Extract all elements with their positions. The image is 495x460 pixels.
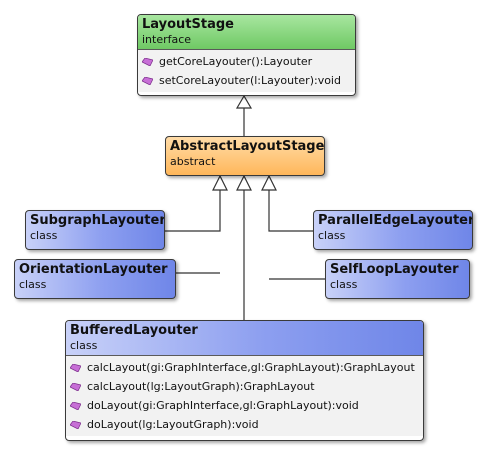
method-diamond-icon: [70, 401, 81, 410]
edge-subgraph: [165, 190, 221, 232]
method-list: getCoreLayouter():Layouter setCoreLayout…: [138, 49, 355, 92]
stereotype: interface: [142, 33, 192, 46]
method-signature: setCoreLayouter(l:Layouter):void: [159, 73, 341, 87]
method-row[interactable]: getCoreLayouter():Layouter: [138, 52, 355, 71]
node-header: AbstractLayoutStage abstract: [166, 137, 324, 171]
class-name: AbstractLayoutStage: [170, 139, 325, 154]
method-signature: doLayout(gi:GraphInterface,gl:GraphLayou…: [87, 398, 359, 412]
node-header: LayoutStage interface: [138, 15, 355, 49]
method-diamond-icon: [70, 420, 81, 429]
method-row[interactable]: doLayout(lg:LayoutGraph):void: [66, 415, 423, 434]
method-row[interactable]: calcLayout(gi:GraphInterface,gl:GraphLay…: [66, 358, 423, 377]
method-diamond-icon: [142, 57, 153, 66]
node-self-loop-layouter[interactable]: SelfLoopLayouter class: [325, 259, 470, 299]
arrowhead-interface: [235, 94, 253, 109]
edge-parallel: [268, 190, 313, 232]
arrowhead-right: [261, 174, 277, 191]
method-row[interactable]: doLayout(gi:GraphInterface,gl:GraphLayou…: [66, 396, 423, 415]
node-buffered-layouter[interactable]: BufferedLayouter class calcLayout(gi:Gra…: [65, 320, 424, 441]
arrowhead-left: [212, 174, 228, 191]
method-signature: calcLayout(gi:GraphInterface,gl:GraphLay…: [87, 360, 415, 374]
node-parallel-edge-layouter[interactable]: ParallelEdgeLayouter class: [313, 210, 473, 250]
class-name: SelfLoopLayouter: [330, 262, 459, 277]
stereotype: abstract: [170, 155, 216, 168]
class-name: BufferedLayouter: [70, 323, 198, 338]
node-layout-stage[interactable]: LayoutStage interface getCoreLayouter():…: [137, 14, 356, 96]
method-signature: getCoreLayouter():Layouter: [159, 54, 313, 68]
method-list: calcLayout(gi:GraphInterface,gl:GraphLay…: [66, 355, 423, 436]
method-row[interactable]: setCoreLayouter(l:Layouter):void: [138, 71, 355, 90]
node-header: SelfLoopLayouter class: [326, 260, 469, 294]
node-header: BufferedLayouter class: [66, 321, 423, 355]
stereotype: class: [30, 229, 58, 242]
arrowhead-middle: [236, 174, 252, 191]
stereotype: class: [318, 229, 346, 242]
class-name: SubgraphLayouter: [30, 213, 165, 228]
method-diamond-icon: [70, 363, 81, 372]
method-row[interactable]: calcLayout(lg:LayoutGraph):GraphLayout: [66, 377, 423, 396]
stereotype: class: [19, 278, 47, 291]
node-orientation-layouter[interactable]: OrientationLayouter class: [14, 259, 176, 299]
class-name: OrientationLayouter: [19, 262, 168, 277]
node-header: SubgraphLayouter class: [26, 211, 164, 245]
class-name: LayoutStage: [142, 17, 235, 32]
class-name: ParallelEdgeLayouter: [318, 213, 473, 228]
node-subgraph-layouter[interactable]: SubgraphLayouter class: [25, 210, 165, 250]
method-diamond-icon: [70, 382, 81, 391]
method-signature: calcLayout(lg:LayoutGraph):GraphLayout: [87, 379, 315, 393]
node-header: OrientationLayouter class: [15, 260, 175, 294]
method-diamond-icon: [142, 76, 153, 85]
stereotype: class: [330, 278, 358, 291]
node-abstract-layout-stage[interactable]: AbstractLayoutStage abstract: [165, 136, 325, 176]
stereotype: class: [70, 339, 98, 352]
method-signature: doLayout(lg:LayoutGraph):void: [87, 417, 259, 431]
node-header: ParallelEdgeLayouter class: [314, 211, 472, 245]
